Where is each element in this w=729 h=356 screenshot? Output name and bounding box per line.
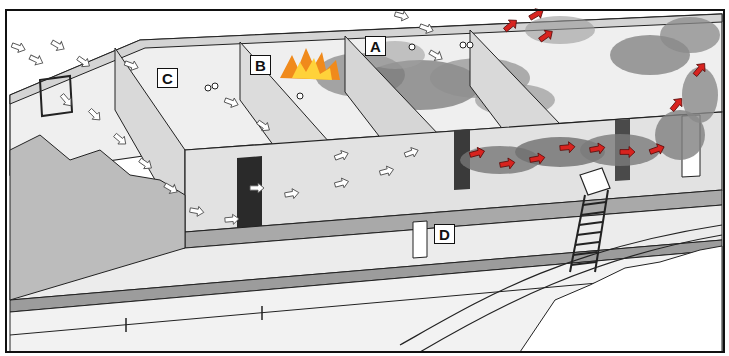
smoke-cloud-part <box>660 17 720 53</box>
air-flow-arrow-part <box>403 146 420 160</box>
collapsed-section-part <box>520 246 722 352</box>
smoke-flow-arrow-part <box>620 147 635 158</box>
air-flow-arrow-part <box>418 21 435 35</box>
stair-ladder-part <box>577 232 601 235</box>
smoke-flow-arrow-part <box>537 27 556 45</box>
smoke-flow-arrow-part <box>589 142 606 155</box>
air-flow-arrow-part <box>255 118 272 134</box>
air-flow-arrow-part <box>428 48 445 64</box>
fire-flame <box>280 48 340 80</box>
fire-flame-part <box>280 48 340 80</box>
sprinkler-head-part <box>297 93 303 99</box>
smoke-cloud-part <box>525 16 595 44</box>
sprinkler-head-part <box>205 85 211 91</box>
air-flow-arrow-part <box>379 165 395 178</box>
smoke-flow-arrow-part <box>527 6 545 23</box>
sprinkler-head <box>205 42 473 99</box>
air-flow-arrow-part <box>334 177 350 190</box>
air-flow-arrow-part <box>189 205 205 217</box>
callout-letter: A <box>370 39 381 54</box>
collapsed-section-part <box>420 235 722 352</box>
smoke-flow-arrow-part <box>668 95 686 114</box>
air-flow-arrow-part <box>163 181 180 197</box>
air-flow-arrow-part <box>28 52 45 67</box>
air-flow-arrow-part <box>86 106 103 123</box>
stair-ladder-part <box>583 202 606 205</box>
air-flow-arrow-part <box>225 214 240 225</box>
sprinkler-head-part <box>467 42 473 48</box>
smoke-flow-arrow-part <box>501 16 520 34</box>
smoke-flow-arrow-part <box>469 146 486 161</box>
stair-ladder-part <box>579 222 602 225</box>
callout-letter: B <box>255 58 266 73</box>
smoke-flow-arrow <box>469 6 709 171</box>
callout-box: C <box>157 68 178 88</box>
smoke-flow-arrow-part <box>648 142 666 157</box>
lower-wall-part <box>125 318 127 332</box>
collapsed-section-part <box>400 225 722 345</box>
air-flow-arrow <box>10 9 444 225</box>
air-flow-arrow-part <box>250 183 264 193</box>
lower-wall-part <box>261 306 263 320</box>
collapsed-section-part <box>40 76 72 116</box>
smoke-plume <box>460 67 718 174</box>
air-flow-arrow-part <box>112 131 129 148</box>
callout-letter: C <box>162 71 173 86</box>
air-flow-arrow-part <box>58 92 75 109</box>
sprinkler-head-part <box>409 44 415 50</box>
air-flow-arrow-part <box>333 149 350 163</box>
air-flow-arrow-part <box>223 95 240 109</box>
smoke-flow-arrow-part <box>499 157 516 170</box>
air-flow-arrow-part <box>50 38 67 54</box>
callout-box: D <box>434 224 455 244</box>
lower-wall-part <box>413 221 427 258</box>
air-flow-arrow-part <box>75 54 92 70</box>
collapsed-section <box>10 76 722 352</box>
air-flow-arrow-part <box>394 9 410 22</box>
stair-ladder <box>570 168 610 272</box>
sprinkler-head-part <box>212 83 218 89</box>
air-flow-arrow-part <box>123 58 140 72</box>
stair-ladder-part <box>581 212 604 215</box>
stair-ladder-part <box>571 262 596 265</box>
collapsed-section-part <box>10 135 185 300</box>
sprinkler-head-part <box>460 42 466 48</box>
smoke-plume-part <box>580 134 660 166</box>
air-flow-arrow-part <box>137 156 154 172</box>
fire-flame-part <box>292 58 332 80</box>
smoke-flow-arrow-part <box>529 152 546 165</box>
air-flow-arrow-part <box>10 40 27 54</box>
callout-box: B <box>250 55 271 75</box>
smoke-plume-part <box>682 67 718 123</box>
stair-ladder-part <box>580 168 610 195</box>
stair-ladder-part <box>573 252 597 255</box>
smoke-flow-arrow-part <box>560 141 576 153</box>
frame-border <box>6 10 724 352</box>
stair-ladder-part <box>575 242 599 245</box>
smoke-flow-arrow-part <box>691 60 709 79</box>
callout-letter: D <box>439 227 450 242</box>
air-flow-arrow-part <box>284 188 300 200</box>
callout-box: A <box>365 36 386 56</box>
